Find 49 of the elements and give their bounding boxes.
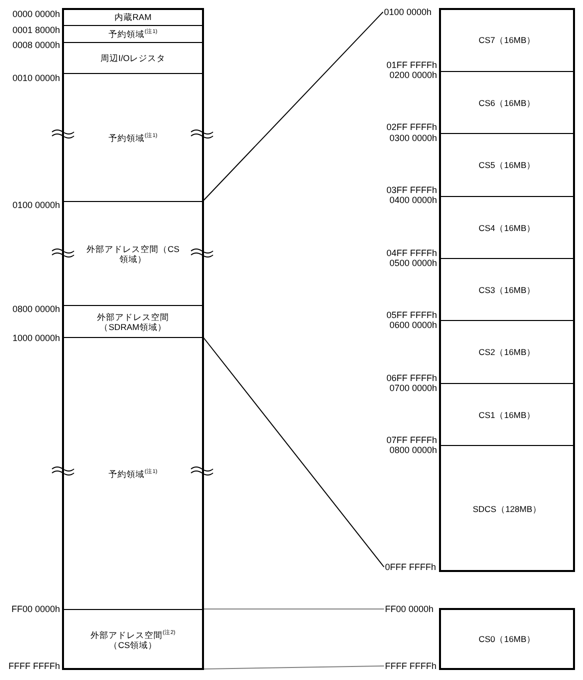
region-name: 予約領域$^{(注1)}$ (108, 468, 158, 478)
region-name: 内蔵RAM (114, 12, 152, 22)
address-label: 0008 0000h (12, 40, 60, 50)
region-name: CS4（16MB） (478, 222, 536, 232)
address-label: 0800 0000h (389, 445, 437, 455)
address-label: 03FF FFFFh (386, 185, 437, 195)
address-label: 0100 0000h (384, 7, 432, 17)
region-name: CS0（16MB） (478, 634, 536, 644)
region-name: 周辺I/Oレジスタ (100, 53, 166, 63)
address-label: 0400 0000h (389, 195, 437, 205)
address-label: FF00 0000h (11, 604, 60, 614)
address-label: 0800 0000h (12, 304, 60, 314)
address-label: 0700 0000h (389, 383, 437, 393)
address-label: 07FF FFFFh (386, 435, 437, 445)
address-label: 0001 8000h (12, 25, 60, 35)
expansion-line (202, 666, 384, 670)
address-label: 0600 0000h (389, 320, 437, 330)
address-label: 0500 0000h (389, 258, 437, 268)
address-label: FF00 0000h (385, 604, 434, 614)
address-label: 0FFF FFFFh (385, 562, 436, 572)
region-name: CS3（16MB） (478, 284, 536, 294)
memory-region (439, 608, 575, 670)
address-label: 0200 0000h (389, 70, 437, 80)
region-name: CS6（16MB） (478, 98, 536, 108)
region-name: SDCS（128MB） (472, 504, 542, 514)
region-name: CS5（16MB） (478, 160, 536, 170)
region-name: 外部アドレス空間（CS領域） (86, 244, 180, 264)
region-name: 外部アドレス空間$^{(注2)}$（CS領域） (90, 630, 176, 650)
address-label: FFFF FFFFh (385, 661, 436, 671)
address-label: 01FF FFFFh (386, 60, 437, 70)
region-name: CS1（16MB） (478, 410, 536, 420)
region-name: 外部アドレス空間（SDRAM領域） (96, 312, 170, 332)
address-label: FFFF FFFFh (8, 661, 60, 671)
expansion-line (202, 608, 384, 610)
address-label: 0010 0000h (12, 73, 60, 83)
address-label: 0100 0000h (12, 200, 60, 210)
expansion-line (202, 336, 384, 568)
expansion-line (202, 12, 384, 202)
address-label: 0300 0000h (389, 133, 437, 143)
region-name: 予約領域$^{(注1)}$ (108, 29, 158, 39)
address-label: 04FF FFFFh (386, 248, 437, 258)
address-label: 06FF FFFFh (386, 373, 437, 383)
region-name: CS7（16MB） (478, 35, 536, 45)
address-label: 1000 0000h (12, 333, 60, 343)
address-label: 0000 0000h (12, 9, 60, 19)
region-name: 予約領域$^{(注1)}$ (108, 132, 158, 142)
address-label: 02FF FFFFh (386, 122, 437, 132)
region-name: CS2（16MB） (478, 347, 536, 357)
address-label: 05FF FFFFh (386, 310, 437, 320)
